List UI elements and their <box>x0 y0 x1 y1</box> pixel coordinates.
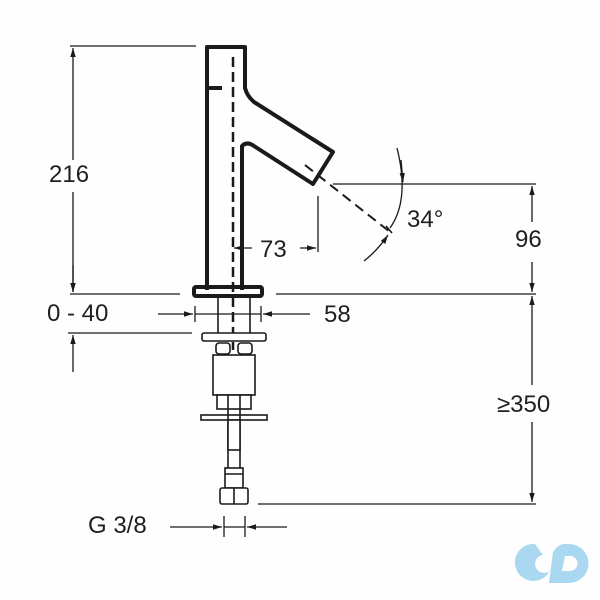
dim-overall-height-label: 216 <box>49 161 90 188</box>
dim-spout-reach-label: 73 <box>260 236 287 263</box>
dim-hose-length-label: ≥350 <box>497 391 551 418</box>
dim-deck-thickness-label: 0 - 40 <box>47 300 109 327</box>
dim-mounting-hole-label: 58 <box>324 301 351 328</box>
dim-spout-height-label: 96 <box>515 226 542 253</box>
infinity-cd-logo-icon <box>514 543 589 583</box>
dim-spout-angle-label: 34° <box>407 206 444 233</box>
dimension-lines <box>68 45 536 537</box>
dim-connection-thread-label: G 3/8 <box>88 512 147 539</box>
spout-axis-line <box>304 164 391 233</box>
faucet-body <box>192 45 335 298</box>
